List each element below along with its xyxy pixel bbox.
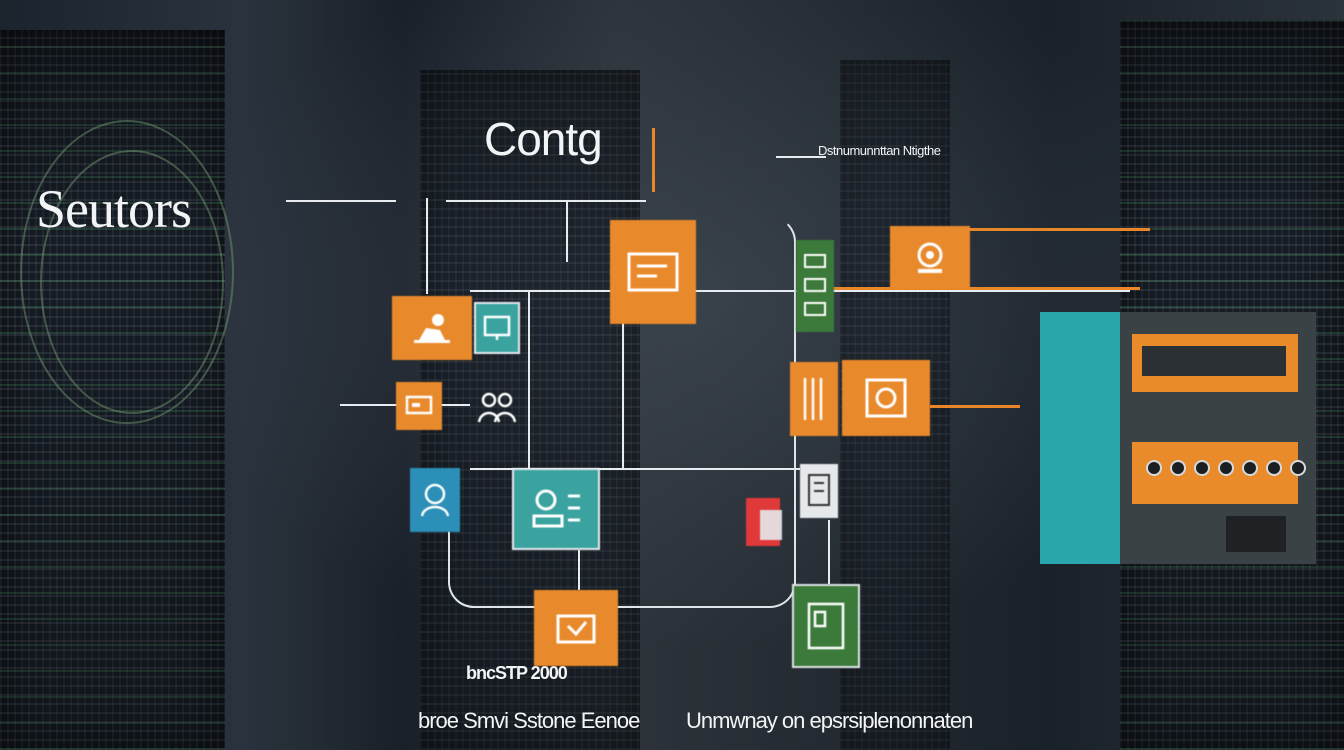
config-label: Contg bbox=[484, 113, 603, 165]
connector-line bbox=[426, 198, 428, 294]
connector-line bbox=[340, 404, 398, 406]
people-node bbox=[474, 388, 520, 428]
user-node bbox=[392, 296, 472, 360]
flag-icon bbox=[803, 378, 823, 420]
lock-icon bbox=[865, 378, 907, 418]
connector-line bbox=[446, 200, 646, 202]
people-icon bbox=[477, 392, 517, 423]
cable-loop-2 bbox=[40, 150, 224, 414]
connector-line bbox=[566, 202, 568, 262]
connector-line-orange bbox=[652, 128, 655, 192]
document-node bbox=[610, 220, 696, 324]
monitor-node bbox=[474, 302, 520, 354]
user-desk-icon bbox=[414, 314, 450, 343]
gear-node bbox=[890, 226, 970, 288]
settings-node bbox=[512, 468, 600, 550]
connector-line bbox=[470, 468, 800, 470]
card-node bbox=[760, 510, 782, 540]
control-node bbox=[792, 584, 860, 668]
lock-node bbox=[842, 360, 930, 436]
connector-line bbox=[776, 156, 826, 158]
flag-node bbox=[790, 362, 838, 436]
control-cabinet bbox=[1040, 312, 1316, 564]
chat-node bbox=[410, 468, 460, 532]
barcode-node bbox=[796, 240, 834, 332]
chart-card bbox=[800, 464, 838, 518]
cabinet-panel-middle bbox=[1132, 442, 1306, 504]
connector-line bbox=[622, 300, 624, 470]
caption-right: Unmwnay on epsrsiplenonnaten bbox=[686, 708, 973, 733]
connector-line-orange bbox=[960, 228, 1150, 231]
chat-icon bbox=[420, 483, 450, 517]
monitor-icon bbox=[483, 315, 511, 340]
barcode-icon bbox=[804, 254, 826, 316]
device-icon bbox=[405, 395, 433, 415]
device-node bbox=[396, 382, 442, 430]
connector-line-orange bbox=[800, 287, 1140, 290]
caption-left: broe Smvi Sstone Eenoe bbox=[418, 708, 640, 733]
printer-node bbox=[534, 590, 618, 666]
connector-line bbox=[286, 200, 396, 202]
chart-card-icon bbox=[808, 474, 830, 506]
connector-line bbox=[440, 404, 470, 406]
control-icon bbox=[807, 602, 845, 650]
connector-line bbox=[528, 292, 530, 468]
cabinet-panel-top bbox=[1132, 334, 1298, 392]
connector-line-orange bbox=[930, 405, 1020, 408]
cable-loop bbox=[20, 120, 234, 424]
settings-icon bbox=[532, 489, 580, 528]
connector-line bbox=[828, 520, 830, 584]
cabinet-vent bbox=[1226, 516, 1286, 552]
gear-icon bbox=[917, 242, 943, 273]
server-rack-center bbox=[420, 70, 640, 750]
small-caption: Dstnumunnttan Ntigthe bbox=[818, 143, 941, 158]
document-icon bbox=[627, 252, 679, 292]
connector-line bbox=[578, 550, 580, 590]
network-frame-left bbox=[448, 470, 592, 608]
sectors-label: Seutors bbox=[36, 179, 192, 239]
printer-icon bbox=[556, 614, 596, 644]
number-label: bncSTP 2000 bbox=[466, 663, 568, 683]
